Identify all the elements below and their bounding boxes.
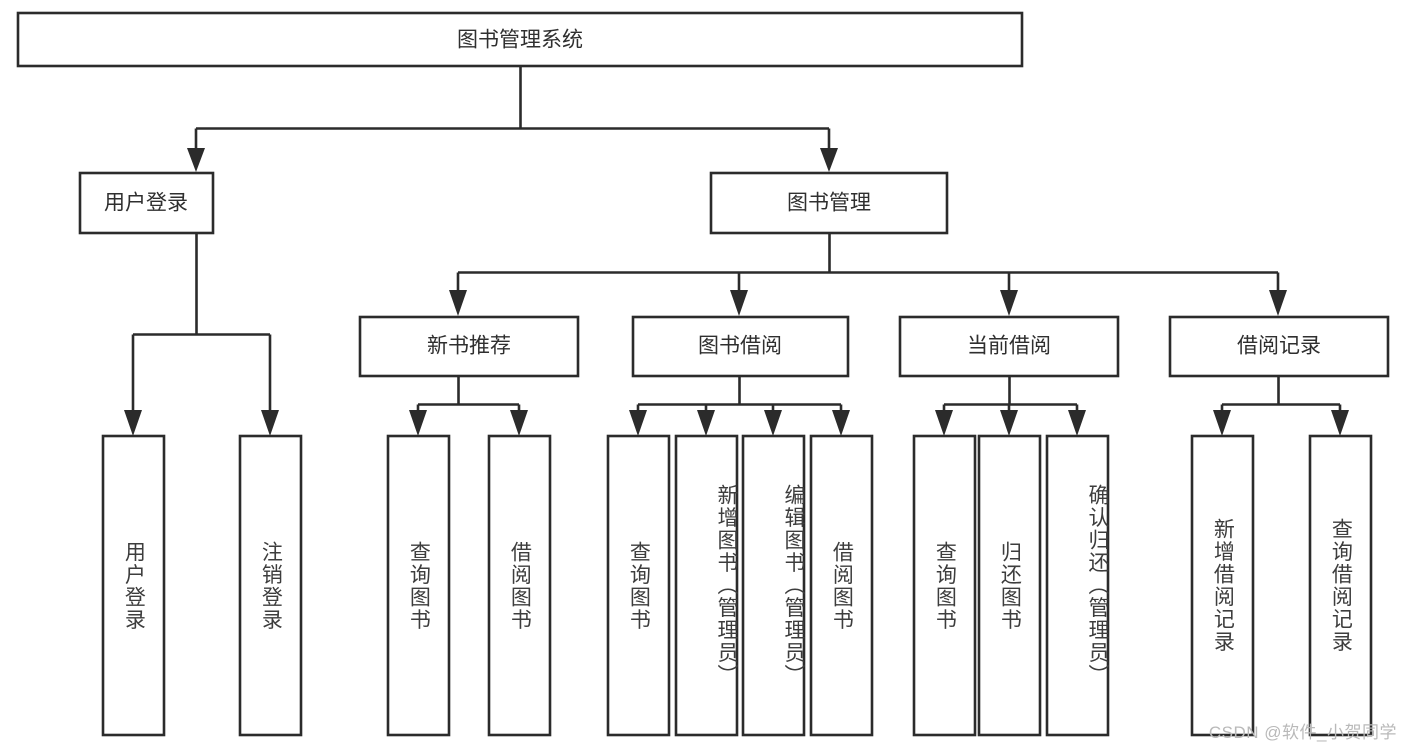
arrow-head-book-borrow [730,290,748,316]
node-root-book-system[interactable] [16,11,1024,68]
arrow-head-leaf-bb-1 [629,410,647,436]
label-user-login: 用户登录 [104,192,188,215]
connector-group-borrow-record [1213,376,1349,436]
arrow-head-leaf-br-2 [1331,410,1349,436]
arrow-head-leaf-bb-4 [832,410,850,436]
connector-group-user-login [124,233,279,436]
node-borrow-record[interactable] [1168,315,1390,378]
arrow-head-leaf-bb-2 [697,410,715,436]
arrow-head-user-login [187,148,205,172]
arrow-head-leaf-user-login-1 [124,410,142,436]
leaf-current-borrow-3[interactable] [1045,434,1110,737]
leaf-user-login-2[interactable] [238,434,303,737]
arrow-head-leaf-br-1 [1213,410,1231,436]
leaf-current-borrow-2[interactable] [977,434,1042,737]
arrow-head-current-borrow [1000,290,1018,316]
connector-group-new-book [409,376,528,436]
label-borrow-record: 借阅记录 [1237,335,1321,358]
arrow-head-leaf-user-login-2 [261,410,279,436]
arrow-head-leaf-cb-1 [935,410,953,436]
connector-group-root [187,66,838,172]
arrow-head-borrow-record [1269,290,1287,316]
leaf-new-book-1[interactable] [386,434,451,737]
leaf-book-borrow-4[interactable] [809,434,874,737]
leaf-new-book-2[interactable] [487,434,552,737]
node-new-book-recommend[interactable] [358,315,580,378]
arrow-head-leaf-cb-3 [1068,410,1086,436]
label-root-book-system: 图书管理系统 [457,29,583,52]
connector-group-current-borrow [935,376,1086,436]
connector-group-book-borrow [629,376,850,436]
csdn-watermark: CSDN @软件_小贺同学 [1208,723,1397,742]
arrow-head-leaf-nb-1 [409,410,427,436]
node-book-manage[interactable] [709,171,949,235]
arrow-head-book-manage [820,148,838,172]
label-current-borrow: 当前借阅 [967,335,1051,358]
arrow-head-leaf-nb-2 [510,410,528,436]
arrow-head-leaf-bb-3 [764,410,782,436]
node-user-login[interactable] [78,171,215,235]
connector-group-book-manage [449,233,1287,316]
label-new-book-recommend: 新书推荐 [427,335,511,358]
leaf-book-borrow-2[interactable] [674,434,739,737]
leaf-book-borrow-1[interactable] [606,434,671,737]
arrow-head-new-book [449,290,467,316]
leaf-borrow-record-2[interactable] [1308,434,1373,737]
leaf-current-borrow-1[interactable] [912,434,977,737]
node-current-borrow[interactable] [898,315,1120,378]
node-book-borrow[interactable] [631,315,850,378]
leaf-user-login-1[interactable] [101,434,166,737]
label-book-manage: 图书管理 [787,192,871,215]
label-book-borrow: 图书借阅 [698,335,782,358]
arrow-head-leaf-cb-2 [1000,410,1018,436]
leaf-book-borrow-3[interactable] [741,434,806,737]
leaf-borrow-record-1[interactable] [1190,434,1255,737]
